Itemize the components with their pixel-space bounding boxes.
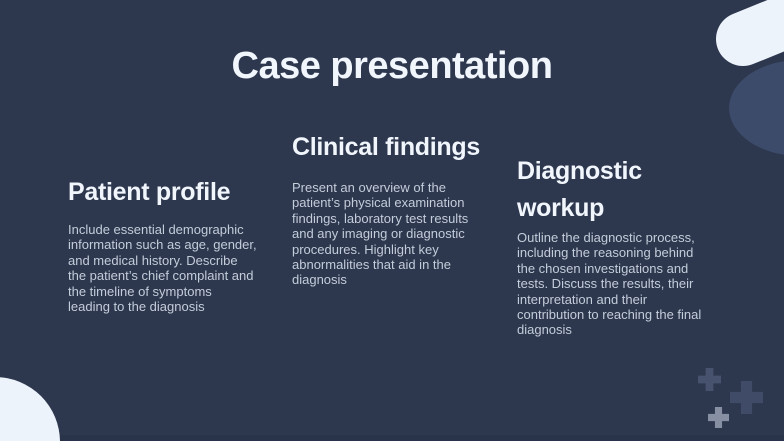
column-heading-clinical-findings: Clinical findings — [292, 133, 480, 161]
column-body-clinical-findings: Present an overview of the patient’s phy… — [292, 180, 469, 288]
plus-icon — [708, 407, 729, 428]
column-heading-diagnostic-workup: Diagnostic workup — [517, 157, 642, 222]
bottom-accent-bar — [0, 435, 784, 441]
column-body-patient-profile: Include essential demographic informatio… — [68, 222, 257, 315]
column-body-diagnostic-workup: Outline the diagnostic process, includin… — [517, 230, 702, 338]
plus-icon — [730, 381, 763, 414]
plus-icon — [698, 368, 721, 391]
corner-blob-bottom-left — [0, 377, 60, 441]
column-heading-patient-profile: Patient profile — [68, 178, 231, 206]
slide-title: Case presentation — [231, 45, 553, 87]
